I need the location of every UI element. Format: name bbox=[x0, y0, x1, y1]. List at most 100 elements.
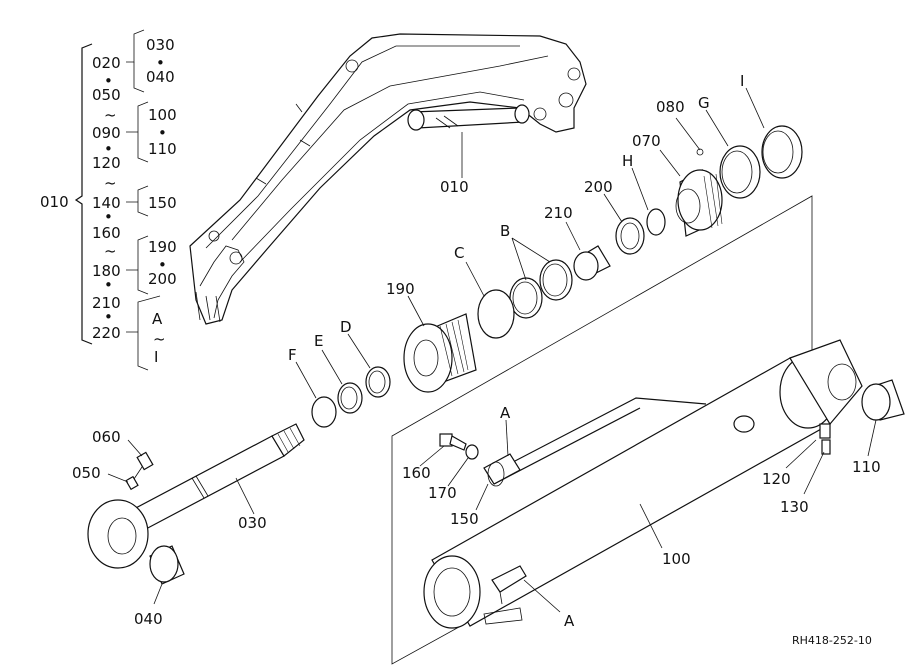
cover-threads bbox=[439, 319, 469, 377]
callout-I: I bbox=[740, 72, 744, 90]
leader bbox=[419, 445, 445, 467]
elbow-stem bbox=[499, 591, 503, 605]
leader bbox=[407, 295, 425, 327]
ring-D-inner bbox=[368, 370, 386, 394]
tube-body bbox=[431, 357, 831, 627]
reference-code: RH418-252-10 bbox=[792, 634, 872, 647]
cylinder-tube-100 bbox=[423, 339, 863, 629]
bracket-030 bbox=[126, 29, 145, 63]
leader bbox=[803, 451, 825, 495]
ring-B2-inner bbox=[512, 281, 538, 315]
item-050: 050 bbox=[92, 86, 121, 104]
oring-F bbox=[311, 396, 337, 428]
boom-outline bbox=[189, 33, 587, 325]
item-100: 100 bbox=[148, 106, 177, 124]
item-210: 210 bbox=[92, 294, 121, 312]
callout-A-top: A bbox=[500, 404, 511, 422]
callout-170: 170 bbox=[428, 484, 457, 502]
ring-E-inner bbox=[340, 386, 358, 410]
piston-grooves bbox=[703, 173, 723, 229]
clevis-bore bbox=[827, 363, 857, 401]
dot: • bbox=[104, 208, 113, 226]
leader bbox=[523, 579, 561, 613]
item-190: 190 bbox=[148, 238, 177, 256]
callout-G: G bbox=[698, 94, 710, 112]
leader bbox=[153, 583, 163, 605]
callout-150: 150 bbox=[450, 510, 479, 528]
ring-G-outer bbox=[719, 145, 761, 199]
bolt-shank bbox=[449, 435, 467, 451]
nipple-050 bbox=[125, 475, 139, 491]
rod-eye-bore bbox=[107, 517, 137, 555]
nipple-060 bbox=[136, 451, 154, 471]
bushing-040-face bbox=[149, 545, 179, 583]
tilde: ~ bbox=[153, 330, 166, 348]
item-040: 040 bbox=[146, 68, 175, 86]
callout-B: B bbox=[500, 222, 510, 240]
callouts: 010 080 G I 070 H 200 210 B C 190 D E F … bbox=[72, 72, 881, 630]
tilde: ~ bbox=[104, 174, 117, 192]
item-A: A bbox=[152, 310, 163, 328]
ring-D bbox=[365, 366, 391, 398]
tube-mouth bbox=[423, 555, 481, 629]
bracket-A-I bbox=[126, 295, 161, 371]
callout-080: 080 bbox=[656, 98, 685, 116]
dot: • bbox=[156, 54, 165, 72]
nut-080 bbox=[696, 148, 704, 156]
leader bbox=[565, 221, 581, 251]
leader bbox=[107, 473, 129, 483]
leader bbox=[705, 109, 729, 147]
bushing-110 bbox=[861, 379, 905, 421]
fitting-130 bbox=[821, 439, 831, 455]
fitting-120-130 bbox=[819, 423, 831, 455]
boom-cylinder bbox=[411, 107, 525, 129]
ring-I bbox=[761, 125, 803, 179]
leader bbox=[475, 483, 489, 511]
piston-rod-030 bbox=[87, 423, 305, 569]
leader bbox=[603, 193, 623, 223]
leader bbox=[631, 167, 649, 211]
item-020: 020 bbox=[92, 54, 121, 72]
leader bbox=[347, 333, 371, 369]
rod-thread bbox=[271, 423, 305, 457]
ring-E bbox=[337, 382, 363, 414]
bushing-200-face bbox=[615, 217, 645, 255]
callout-030: 030 bbox=[238, 514, 267, 532]
dot: • bbox=[158, 124, 167, 142]
rod-thread-lines bbox=[277, 427, 301, 453]
callout-160: 160 bbox=[402, 464, 431, 482]
callout-E: E bbox=[314, 332, 323, 350]
callout-190: 190 bbox=[386, 280, 415, 298]
leader bbox=[505, 419, 509, 457]
piston-face bbox=[677, 169, 723, 231]
main-bracket bbox=[74, 43, 93, 345]
leader bbox=[127, 439, 143, 457]
item-160: 160 bbox=[92, 224, 121, 242]
pin-circle bbox=[229, 251, 243, 265]
ring-I-inner bbox=[762, 130, 794, 174]
bushing-040 bbox=[149, 545, 185, 585]
piston-070 bbox=[675, 148, 723, 237]
callout-210: 210 bbox=[544, 204, 573, 222]
callout-D: D bbox=[340, 318, 352, 336]
dot: • bbox=[104, 276, 113, 294]
item-180: 180 bbox=[92, 262, 121, 280]
tube-mouth-inner bbox=[433, 567, 471, 617]
callout-200: 200 bbox=[584, 178, 613, 196]
item-140: 140 bbox=[92, 194, 121, 212]
ring-I-outer bbox=[761, 125, 803, 179]
piston-bore bbox=[675, 188, 701, 224]
bucket-link-edges bbox=[195, 291, 221, 323]
bracket-030-low bbox=[133, 62, 145, 93]
pin-circle bbox=[208, 230, 220, 242]
dot: • bbox=[104, 140, 113, 158]
boom-edge-1 bbox=[205, 45, 520, 249]
callout-A-bottom: A bbox=[564, 612, 575, 630]
dot: • bbox=[158, 256, 167, 274]
ring-G bbox=[719, 145, 761, 199]
callout-100: 100 bbox=[662, 550, 691, 568]
bushing-210 bbox=[573, 245, 611, 281]
leader bbox=[235, 477, 255, 515]
leader bbox=[447, 457, 469, 487]
